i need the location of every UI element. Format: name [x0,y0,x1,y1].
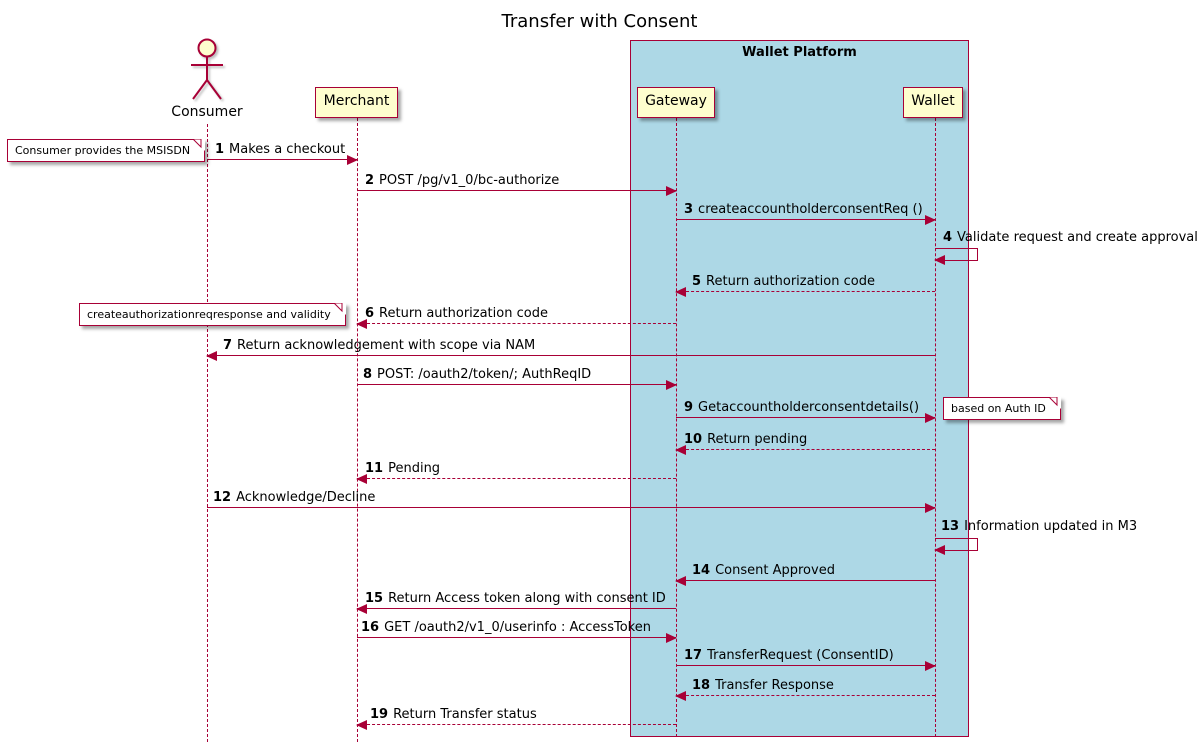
message-2-arrow [357,186,677,196]
arrow-head-icon [356,319,367,329]
arrow-head-icon [934,255,945,265]
note-fold-icon [333,303,346,315]
arrow-head-icon [925,413,936,423]
arrow-head-icon [356,720,367,730]
message-14-arrow [675,576,935,586]
arrow-head-icon [675,576,686,586]
note-consumer-msisdn: Consumer provides the MSISDN [7,139,206,162]
message-9-arrow [676,413,936,423]
note-auth-response-validity: createauthorizationreqresponse and valid… [79,303,346,326]
arrow-head-icon [347,155,358,165]
arrow-head-icon [675,445,686,455]
actor-consumer-icon [191,38,223,100]
participant-consumer-label: Consumer [171,104,243,120]
message-18-arrow [675,691,935,701]
arrow-head-icon [925,661,936,671]
lifeline-wallet [935,118,936,737]
message-17-arrow [676,661,936,671]
lifeline-merchant [357,118,358,742]
note-fold-icon [193,139,206,151]
note-fold-icon [1048,397,1061,409]
message-8-arrow [357,380,677,390]
message-5-arrow [675,287,935,297]
message-7-arrow [206,351,935,361]
lifeline-consumer [207,124,208,742]
wallet-platform-label: Wallet Platform [742,45,857,60]
message-12-arrow [207,503,936,513]
arrow-head-icon [356,604,367,614]
message-3-arrow [676,215,936,225]
diagram-title: Transfer with Consent [501,11,698,32]
message-11-arrow [356,474,676,484]
arrow-head-icon [666,186,677,196]
participant-gateway: Gateway [637,87,715,118]
message-1-arrow [207,155,358,165]
participant-wallet: Wallet [903,87,963,118]
participant-merchant: Merchant [315,87,398,118]
wallet-platform-box: Wallet Platform [630,40,969,737]
message-19-arrow [356,720,676,730]
arrow-head-icon [925,503,936,513]
arrow-head-icon [666,633,677,643]
message-16-arrow [357,633,677,643]
arrow-head-icon [925,215,936,225]
arrow-head-icon [356,474,367,484]
message-10-arrow [675,445,935,455]
message-15-arrow [356,604,676,614]
note-based-on-auth-id: based on Auth ID [943,397,1061,420]
arrow-head-icon [934,545,945,555]
message-6-arrow [356,319,676,329]
arrow-head-icon [206,351,217,361]
arrow-head-icon [675,287,686,297]
message-4-self-arrow [934,248,978,265]
arrow-head-icon [675,691,686,701]
lifeline-gateway [676,118,677,737]
message-13-self-arrow [934,538,978,555]
arrow-head-icon [666,380,677,390]
